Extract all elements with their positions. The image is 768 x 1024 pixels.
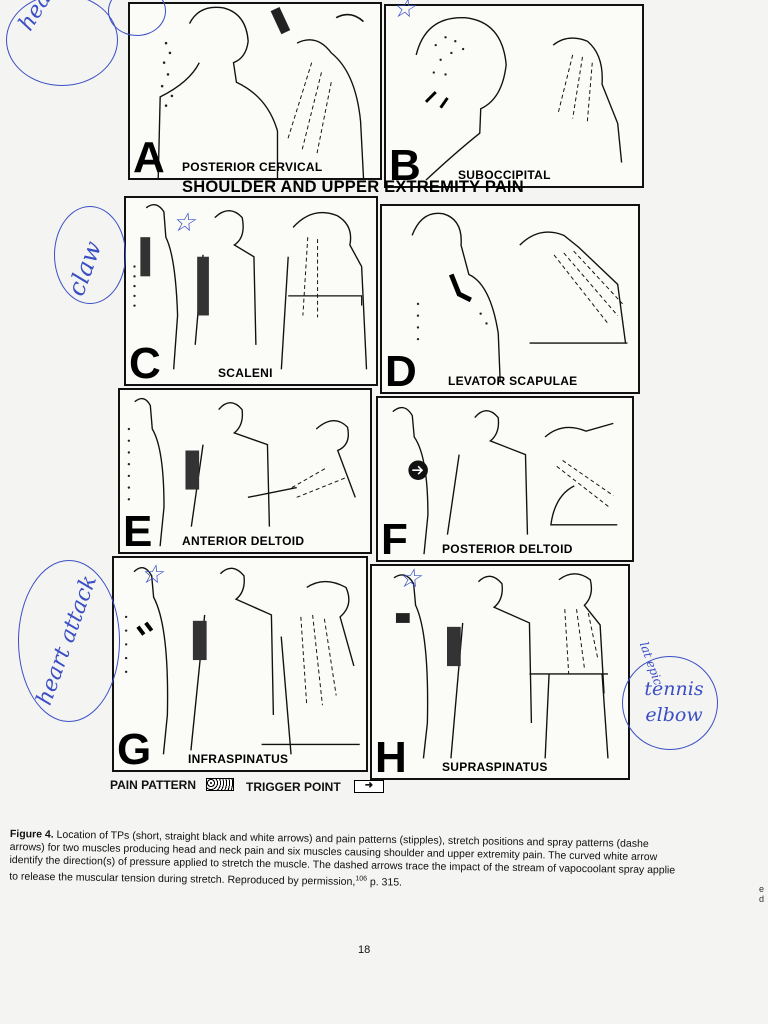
star-mark: ☆ <box>172 208 196 238</box>
posterior-deltoid-illustration <box>392 406 618 555</box>
panel-letter: D <box>385 347 417 394</box>
panel-title: POSTERIOR CERVICAL <box>182 160 323 174</box>
figure-caption: Figure 4. Location of TPs (short, straig… <box>9 828 730 895</box>
pain-pattern-swatch <box>206 778 234 791</box>
star-mark: ☆ <box>392 0 416 24</box>
infraspinatus-illustration <box>124 567 360 755</box>
panel-g: G INFRASPINATUS <box>112 556 368 772</box>
legend-trigger-point-label: TRIGGER POINT <box>246 780 341 794</box>
suboccipital-illustration <box>415 17 623 181</box>
section-title: SHOULDER AND UPPER EXTREMITY PAIN <box>182 178 524 196</box>
panel-title: INFRASPINATUS <box>188 752 289 766</box>
panel-letter: A <box>133 133 165 180</box>
panel-title: POSTERIOR DELTOID <box>442 542 573 556</box>
page-number: 18 <box>358 944 371 956</box>
panel-h: H SUPRASPINATUS <box>370 564 630 780</box>
panel-title: ANTERIOR DELTOID <box>182 534 305 548</box>
margin-fragment: e d <box>758 884 764 904</box>
panel-c: C SCALENI <box>124 196 378 386</box>
trigger-point-swatch: ➜ <box>354 780 384 793</box>
panel-d: D LEVATOR SCAPULAE <box>380 204 640 394</box>
tennis-elbow-oval <box>622 656 718 750</box>
panel-f: F POSTERIOR DELTOID <box>376 396 634 562</box>
levator-scapulae-illustration <box>411 212 628 383</box>
star-mark: ☆ <box>140 560 164 590</box>
panel-title: SCALENI <box>218 366 273 380</box>
panel-title: LEVATOR SCAPULAE <box>448 374 578 388</box>
panel-a: A POSTERIOR CERVICAL <box>128 2 382 180</box>
panel-letter: C <box>129 339 161 386</box>
panel-title: SUBOCCIPITAL <box>458 168 551 182</box>
panel-b: B SUBOCCIPITAL <box>384 4 644 188</box>
heart-attack-oval <box>18 560 120 722</box>
claw-oval <box>54 206 126 304</box>
panel-e: E ANTERIOR DELTOID <box>118 388 372 554</box>
posterior-cervical-illustration <box>157 6 365 178</box>
star-mark: ☆ <box>398 564 422 594</box>
panel-title: SUPRASPINATUS <box>442 760 548 774</box>
legend-pain-pattern-label: PAIN PATTERN <box>110 778 196 792</box>
handwriting-tennis-elbow: tennis elbow <box>644 678 704 726</box>
panel-letter: H <box>375 733 407 780</box>
caption-label: Figure 4. <box>9 828 54 841</box>
caption-citation: 106 <box>355 875 368 883</box>
supraspinatus-illustration <box>393 573 609 759</box>
headache-oval <box>6 0 118 86</box>
anterior-deltoid-illustration <box>127 397 356 547</box>
caption-line-4: to release the muscular tension during s… <box>9 870 356 888</box>
caption-page-ref: p. 315. <box>369 876 403 889</box>
scaleni-illustration <box>133 203 368 370</box>
panel-letter: B <box>389 141 421 188</box>
panel-letter: G <box>117 725 152 772</box>
panel-letter: E <box>123 507 153 554</box>
panel-letter: F <box>381 515 408 562</box>
